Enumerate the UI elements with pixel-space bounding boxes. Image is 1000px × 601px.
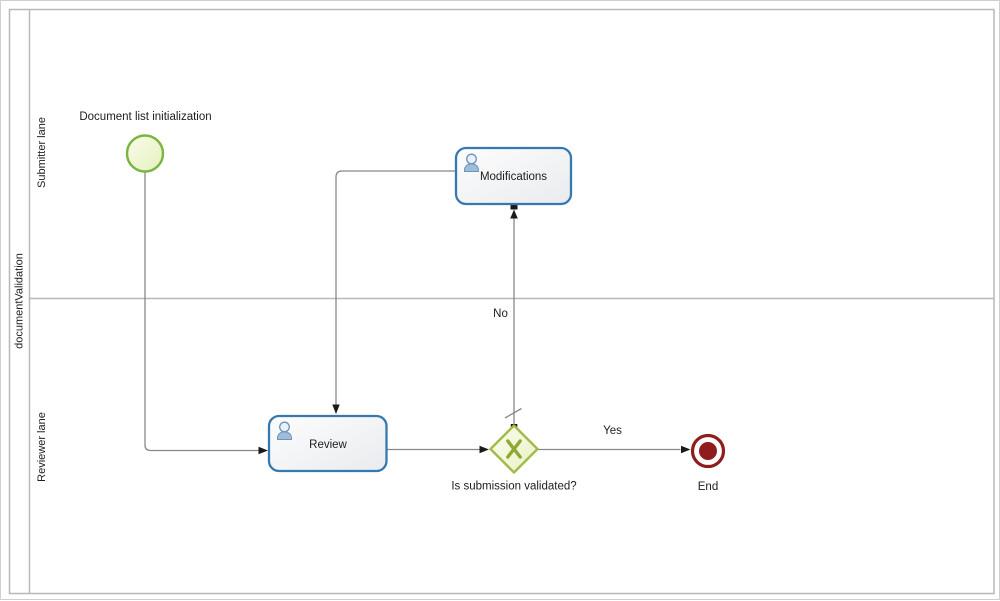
task-modifications-label: Modifications xyxy=(480,171,547,183)
task-modifications-shape[interactable] xyxy=(454,146,573,206)
task-review-shape[interactable] xyxy=(267,414,388,473)
end-event-core xyxy=(699,442,717,460)
dock-dot-top xyxy=(510,202,518,210)
start-event[interactable]: Document list initialization xyxy=(79,111,212,173)
lane-reviewer[interactable]: Reviewer lane xyxy=(30,299,995,594)
flow-gateway-to-end-yes[interactable]: Yes xyxy=(537,425,691,454)
flow-modifications-to-review[interactable] xyxy=(332,170,456,414)
exclusive-gateway[interactable]: Is submission validated? xyxy=(451,424,577,493)
arrowhead xyxy=(510,209,518,219)
arrowhead xyxy=(332,404,340,414)
user-task-icon xyxy=(464,153,479,172)
arrowhead xyxy=(681,445,691,454)
arrowhead xyxy=(258,446,268,455)
task-modifications[interactable]: Modifications xyxy=(454,146,573,206)
task-review-label: Review xyxy=(309,439,347,451)
pool-border[interactable] xyxy=(8,8,995,595)
flow-start-to-review[interactable] xyxy=(144,171,268,455)
end-event-label[interactable]: End xyxy=(698,481,718,493)
pool-document-validation[interactable]: documentValidation xyxy=(8,8,995,595)
pool-label: documentValidation xyxy=(13,253,25,349)
gateway-x-marker xyxy=(506,439,522,459)
lane-submitter[interactable]: Submitter lane xyxy=(30,10,995,299)
end-event[interactable]: End xyxy=(690,433,726,494)
flow-review-to-gateway[interactable] xyxy=(386,445,490,454)
gateway-label[interactable]: Is submission validated? xyxy=(451,481,576,493)
lane-reviewer-label: Reviewer lane xyxy=(36,412,48,482)
default-flow-slash xyxy=(504,407,522,419)
lane-submitter-label: Submitter lane xyxy=(36,117,48,188)
start-event-label[interactable]: Document list initialization xyxy=(79,111,211,123)
task-review[interactable]: Review xyxy=(267,414,388,473)
flow-label-yes[interactable]: Yes xyxy=(603,425,622,437)
flow-label-no[interactable]: No xyxy=(493,308,508,320)
user-task-icon xyxy=(277,421,292,440)
arrowhead xyxy=(479,445,489,454)
start-event-circle[interactable] xyxy=(125,134,165,173)
